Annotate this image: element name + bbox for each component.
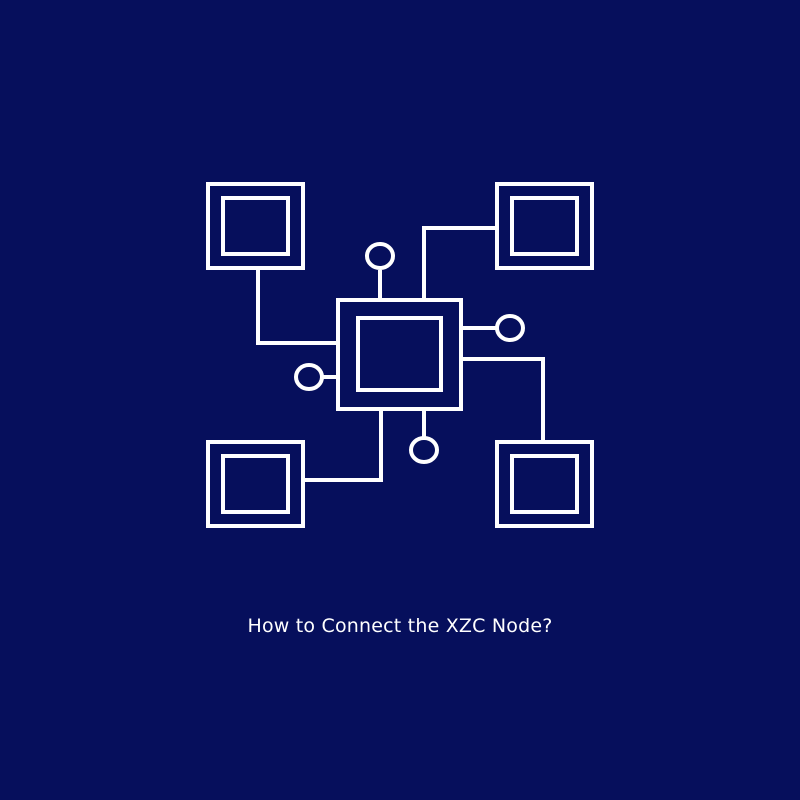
link-bottom-left [303, 409, 383, 482]
terminal-node-top [365, 242, 395, 270]
computer-top-left-frame [206, 182, 305, 270]
central-node-screen [356, 316, 443, 392]
computer-top-left-screen [221, 196, 290, 256]
terminal-node-right [495, 314, 525, 342]
link-bottom-right [461, 357, 545, 442]
link-top-right [422, 226, 497, 300]
terminal-node-left [294, 363, 324, 391]
link-top-left [256, 268, 338, 345]
terminal-node-bottom [409, 436, 439, 464]
computer-bottom-left-frame [206, 440, 305, 528]
central-node-frame [336, 298, 463, 411]
computer-bottom-right-screen [510, 454, 579, 514]
computer-top-right-screen [510, 196, 579, 256]
computer-bottom-left-screen [221, 454, 290, 514]
caption-title: How to Connect the XZC Node? [247, 615, 553, 637]
